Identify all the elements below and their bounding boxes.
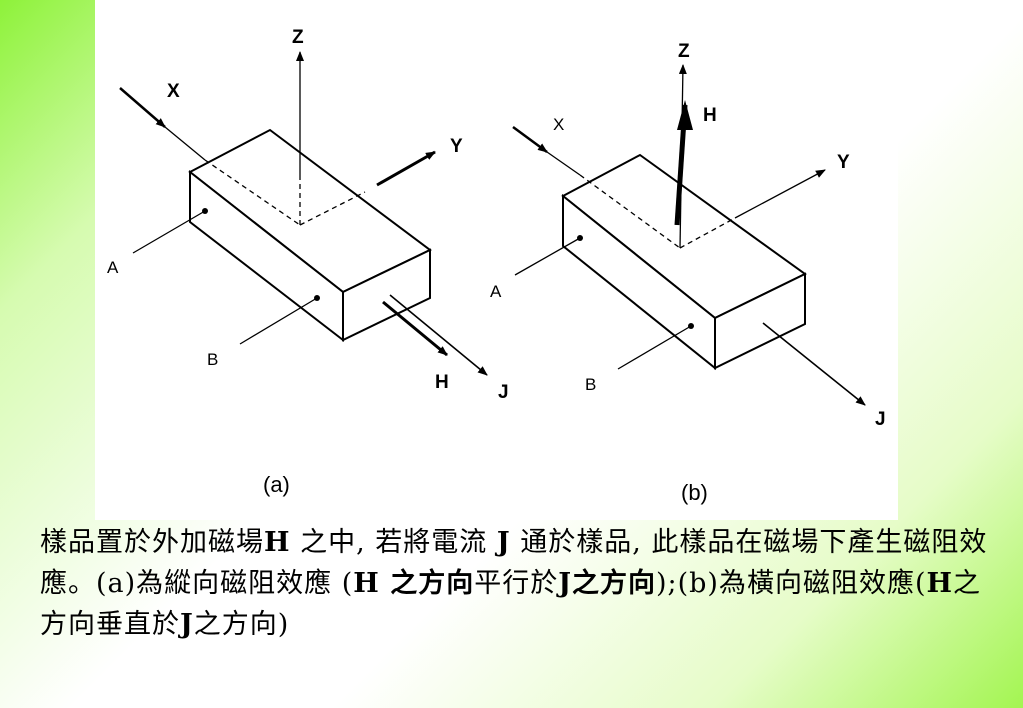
z-label-b: Z bbox=[678, 41, 690, 62]
x-axis-line-a bbox=[164, 126, 206, 161]
j-arrow-a bbox=[389, 294, 488, 376]
diagram-b: Z H X Y A B J (b) bbox=[490, 41, 886, 505]
caption-h-symbol: H bbox=[264, 527, 291, 558]
y-label-b: Y bbox=[837, 152, 850, 173]
h-label-b: H bbox=[703, 105, 717, 126]
j-label-b: J bbox=[875, 409, 886, 430]
x-label-b: X bbox=[553, 115, 564, 134]
caption-j-symbol: J bbox=[496, 527, 511, 558]
b-label-b: B bbox=[585, 375, 596, 394]
y-label-a: Y bbox=[450, 136, 463, 157]
j-label-a: J bbox=[498, 382, 509, 403]
contact-a-lead-a bbox=[132, 210, 206, 254]
caption-bold-text: 之方向 bbox=[379, 568, 475, 599]
caption-text: 樣品置於外加磁場 bbox=[40, 527, 264, 558]
y-axis-hidden-b bbox=[679, 217, 736, 249]
h-arrowhead-b bbox=[677, 100, 693, 130]
b-label-a: B bbox=[207, 350, 218, 369]
caption-b: (b) bbox=[681, 480, 708, 505]
a-label-a: A bbox=[107, 258, 119, 277]
x-axis-hidden-a bbox=[204, 159, 301, 226]
x-axis-hidden-b bbox=[579, 174, 681, 249]
contact-a-lead-b bbox=[514, 237, 581, 276]
x-axis-arrow-b bbox=[512, 125, 548, 154]
y-axis-a bbox=[376, 150, 436, 187]
magnetoresistance-diagram: Z X Y A B H J (a) bbox=[107, 27, 886, 505]
x-label-a: X bbox=[167, 81, 180, 102]
z-label-a: Z bbox=[292, 27, 304, 48]
caption-text: 之中, 若將電流 bbox=[290, 527, 497, 558]
caption-text: );(b)為橫向磁阻效應( bbox=[655, 568, 927, 599]
h-arrow-a bbox=[382, 300, 448, 357]
contact-b-lead-a bbox=[239, 297, 318, 345]
caption-text: 平行於 bbox=[474, 568, 559, 599]
x-axis-arrow-a bbox=[119, 87, 166, 128]
diagram-a: Z X Y A B H J (a) bbox=[107, 27, 509, 497]
figure-caption: 樣品置於外加磁場H 之中, 若將電流 J 通於樣品, 此樣品在磁場下產生磁阻效應… bbox=[40, 522, 1000, 645]
caption-text: 之方向) bbox=[193, 609, 290, 640]
caption-a: (a) bbox=[263, 472, 290, 497]
j-arrow-b bbox=[762, 322, 866, 406]
x-axis-line-b bbox=[546, 151, 581, 176]
caption-bold-text: J之方向 bbox=[558, 568, 656, 599]
caption-text: 通於樣品, 此樣品在磁場下產生磁阻效應。(a)為縱向磁阻效應 ( bbox=[40, 527, 988, 599]
y-axis-hidden-a bbox=[299, 191, 366, 226]
sample-side-face-a bbox=[342, 248, 431, 342]
caption-h-symbol: H bbox=[926, 568, 954, 599]
a-label-b: A bbox=[490, 282, 502, 301]
figure-panel: Z X Y A B H J (a) bbox=[95, 0, 898, 520]
caption-j-symbol: J bbox=[180, 609, 194, 640]
sample-side-face-b bbox=[714, 272, 806, 370]
contact-b-lead-b bbox=[617, 325, 692, 370]
h-label-a: H bbox=[435, 372, 449, 393]
caption-h-symbol: H bbox=[353, 568, 380, 599]
y-axis-b bbox=[734, 169, 826, 219]
caption-text: 之方向垂直於 bbox=[40, 568, 982, 640]
